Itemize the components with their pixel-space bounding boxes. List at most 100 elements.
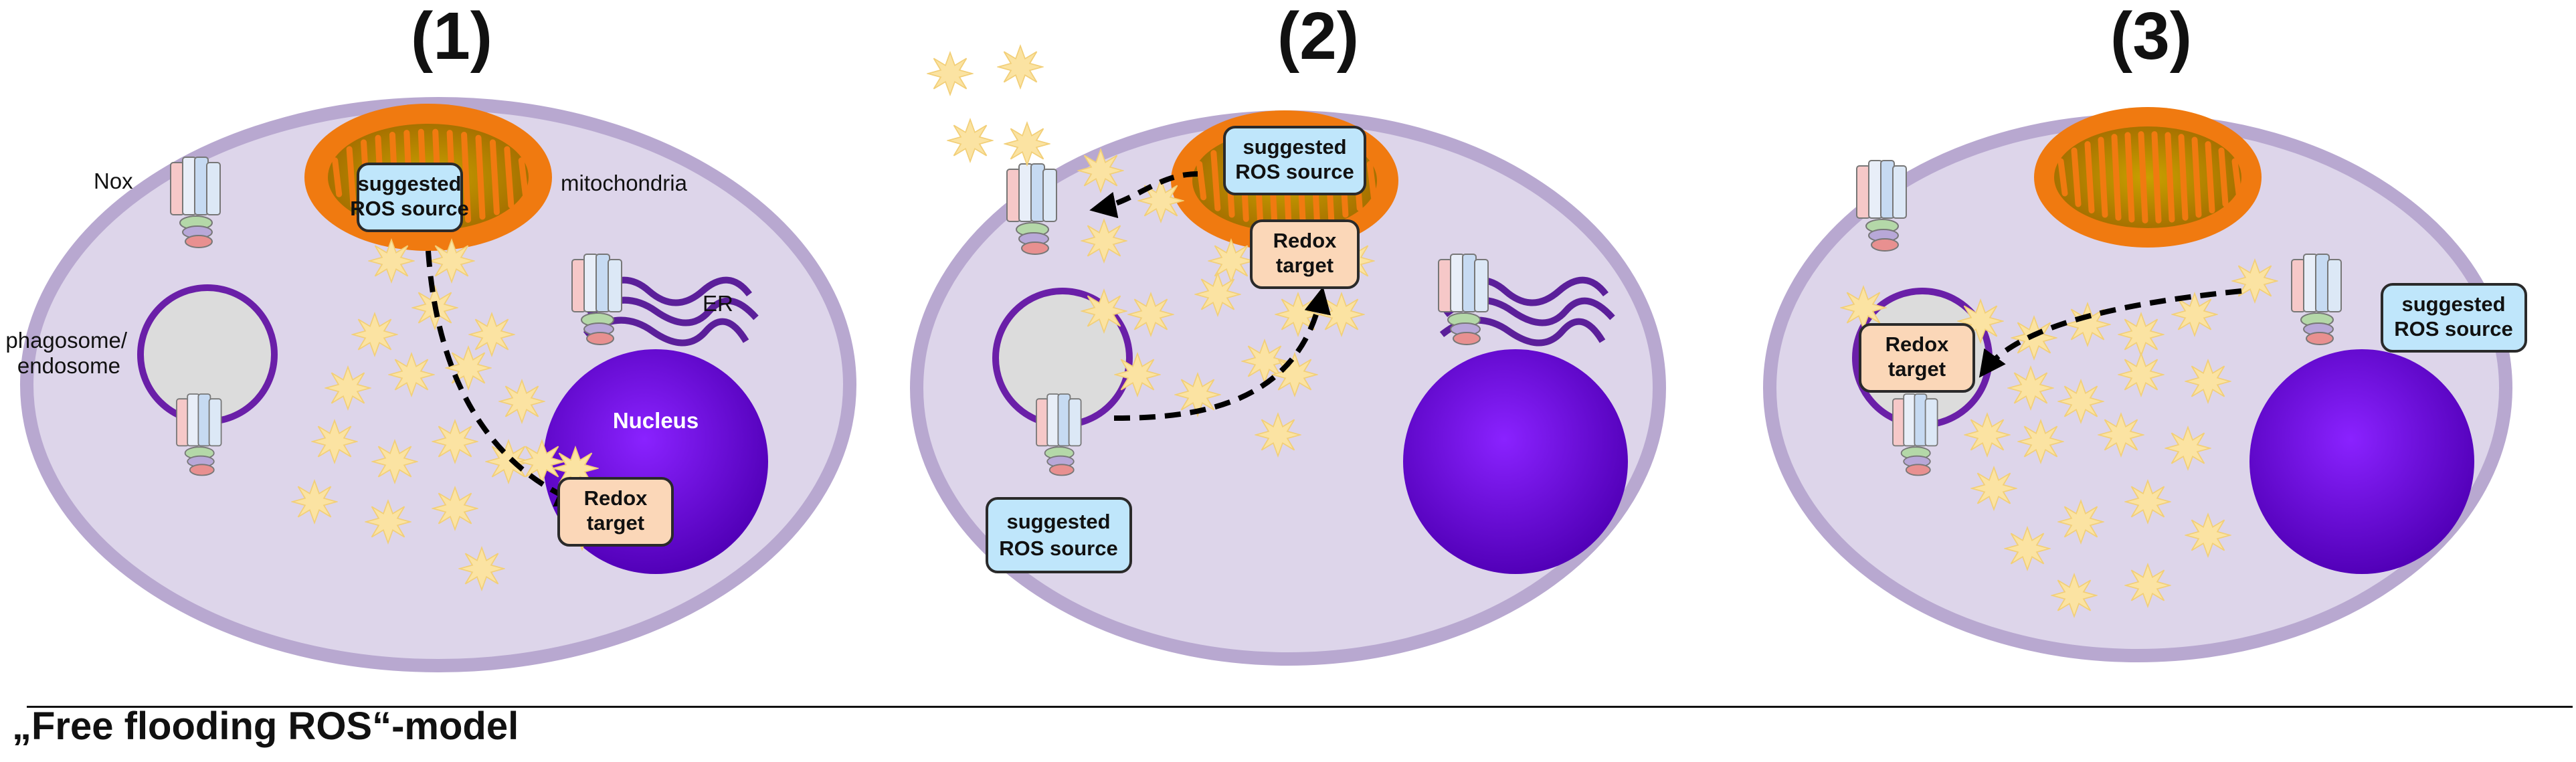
ros-star-icon <box>325 366 371 410</box>
svg-text:ROS source: ROS source <box>2394 317 2512 341</box>
ros-star-icon <box>1964 413 2011 457</box>
ros-star-icon <box>1970 466 2017 510</box>
mitochondria-crista <box>2071 147 2082 207</box>
ros-star-icon <box>2004 527 2051 571</box>
ros-source-box-3: suggested ROS source <box>2381 283 2527 353</box>
mitochondria-crista <box>2151 131 2162 223</box>
label-nox: Nox <box>94 169 133 193</box>
mitochondria-crista <box>1196 161 1207 201</box>
ros-star-icon <box>428 239 475 283</box>
mitochondria-crista <box>2111 134 2122 221</box>
ros-star-icon <box>1114 353 1161 397</box>
svg-text:ROS source: ROS source <box>999 537 1117 560</box>
ros-star-icon <box>351 312 398 357</box>
ros-star-icon <box>1255 413 1301 457</box>
ros-star-icon <box>2017 419 2064 464</box>
ros-star-icon <box>2124 480 2171 524</box>
svg-text:suggested: suggested <box>357 172 461 195</box>
ros-star-icon <box>927 52 974 96</box>
svg-text:suggested: suggested <box>2401 292 2505 316</box>
svg-text:ROS source: ROS source <box>350 197 468 220</box>
mitochondria-crista <box>2178 134 2189 221</box>
mitochondria-crista <box>2084 141 2095 213</box>
mitochondria-crista <box>2057 158 2068 197</box>
mitochondria-crista <box>475 134 486 220</box>
ros-star-icon <box>2098 413 2144 457</box>
arrow-icon <box>1113 286 1331 421</box>
ros-star-icon <box>1004 122 1050 166</box>
arrow-icon <box>1979 288 2242 378</box>
mitochondria-crista <box>518 157 529 197</box>
ros-source-box-2b: suggested ROS source <box>986 497 1132 573</box>
ros-star-icon <box>2165 426 2211 470</box>
ros-star-icon <box>371 440 418 484</box>
ros-star-icon <box>947 118 994 163</box>
ros-star-icon <box>2051 573 2098 617</box>
mitochondria-crista <box>504 146 515 209</box>
svg-text:Redox: Redox <box>1885 332 1950 356</box>
ros-star-icon <box>2118 353 2165 397</box>
mitochondria-crista <box>332 157 343 197</box>
ros-star-icon <box>432 486 478 531</box>
svg-text:target: target <box>1276 254 1333 277</box>
ros-star-icon <box>1271 353 1318 397</box>
redox-target-box-2: Redox target <box>1250 219 1360 289</box>
svg-text:target: target <box>587 511 644 535</box>
ros-source-box-2a: suggested ROS source <box>1223 126 1366 195</box>
ros-star-icon <box>1137 179 1184 223</box>
ros-star-icon <box>498 379 545 423</box>
ros-star-icon <box>458 547 505 591</box>
mitochondria-crista <box>346 146 357 209</box>
ros-star-icon <box>432 419 478 464</box>
ros-star-icon <box>2185 359 2231 403</box>
ros-star-icon <box>2064 302 2111 347</box>
panel-3-number: (3) <box>2110 0 2192 74</box>
mitochondria-crista <box>2205 141 2215 213</box>
ros-star-icon <box>1208 239 1255 283</box>
mitochondria-3 <box>2034 107 2262 248</box>
mitochondria-crista <box>489 139 500 215</box>
mitochondria-crista <box>2218 147 2229 207</box>
ros-star-icon <box>445 346 492 390</box>
mitochondria-crista <box>461 131 472 223</box>
nucleus-2 <box>1403 349 1628 574</box>
ros-star-icon <box>1194 272 1241 316</box>
ros-star-icon <box>311 419 358 464</box>
mitochondria-crista <box>2231 158 2242 197</box>
ros-star-icon <box>2118 312 2165 357</box>
ros-star-icon <box>388 353 435 397</box>
nucleus-3 <box>2249 349 2474 574</box>
ros-star-icon <box>1077 149 1124 193</box>
ros-star-icon <box>1081 289 1127 333</box>
redox-target-box-3: Redox target <box>1859 323 1975 393</box>
caption: „Free flooding ROS“-model <box>12 704 519 748</box>
label-mitochondria: mitochondria <box>561 171 688 195</box>
ros-star-icon <box>291 480 338 524</box>
ros-star-icon <box>468 312 515 357</box>
ros-star-icon <box>1318 292 1365 337</box>
svg-text:suggested: suggested <box>1243 135 1346 159</box>
svg-text:Redox: Redox <box>584 486 648 510</box>
label-phagosome-line2: endosome <box>17 353 120 378</box>
mitochondria-crista <box>1210 150 1221 211</box>
caption-rule <box>27 706 2573 708</box>
mitochondria-crista <box>1366 161 1377 201</box>
svg-text:suggested: suggested <box>1006 510 1110 533</box>
ros-star-icon <box>1127 292 1174 337</box>
svg-text:Redox: Redox <box>1273 229 1338 252</box>
mitochondria-crista <box>2138 131 2148 223</box>
svg-text:target: target <box>1888 357 1946 381</box>
ros-star-icon <box>2124 563 2171 607</box>
svg-text:ROS source: ROS source <box>1235 160 1354 183</box>
panel-1-number: (1) <box>411 0 492 74</box>
ros-star-icon <box>1840 286 1887 330</box>
ros-star-icon <box>519 440 565 484</box>
arrow-icon <box>426 250 583 507</box>
ros-star-icon <box>2185 513 2231 557</box>
ros-star-icon <box>2231 259 2278 303</box>
ros-star-icon <box>997 45 1044 89</box>
mitochondria-crista <box>2124 132 2135 223</box>
ros-star-icon <box>2057 379 2104 423</box>
